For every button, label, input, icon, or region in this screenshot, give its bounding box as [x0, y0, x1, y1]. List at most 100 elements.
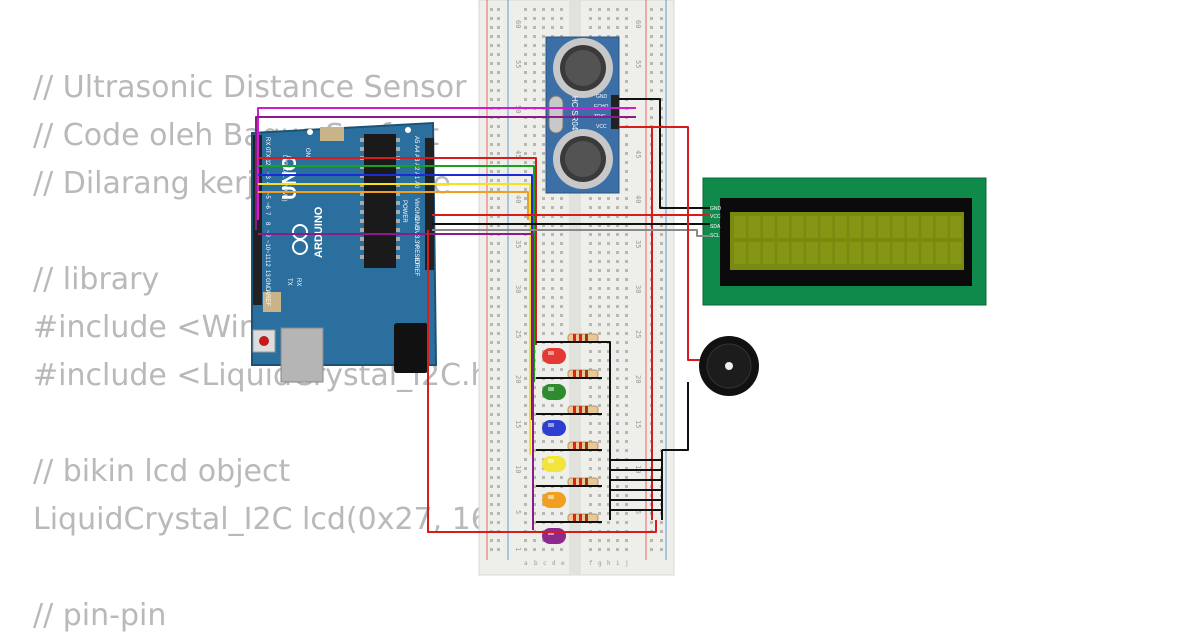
resistor[interactable] [567, 513, 599, 523]
breadboard-hole [497, 17, 500, 20]
breadboard-hole [650, 89, 653, 92]
breadboard-hole [490, 98, 493, 101]
pin-label: ~6 [264, 202, 270, 210]
wire-buzzer-negative[interactable] [662, 382, 689, 451]
crystal-oscillator [548, 95, 564, 134]
resistor[interactable] [567, 477, 599, 487]
breadboard-hole [490, 305, 493, 308]
resistor[interactable] [567, 369, 599, 379]
breadboard-hole [490, 125, 493, 128]
wire-power-rail[interactable] [427, 230, 657, 533]
breadboard-hole [490, 422, 493, 425]
breadboard-hole [524, 188, 527, 191]
row-number: 5 [514, 510, 522, 514]
wire-sensor-gnd[interactable] [619, 98, 710, 209]
breadboard-hole [616, 449, 619, 452]
breadboard-hole [616, 368, 619, 371]
breadboard-hole [533, 26, 536, 29]
breadboard-hole [524, 179, 527, 182]
breadboard-hole [497, 485, 500, 488]
breadboard-hole [625, 71, 628, 74]
led-blue[interactable] [542, 420, 566, 436]
breadboard-hole [660, 197, 663, 200]
breadboard-hole [497, 458, 500, 461]
breadboard-hole [625, 449, 628, 452]
led-red[interactable] [542, 348, 566, 364]
wire-led-purple[interactable] [258, 233, 534, 530]
breadboard-hole [616, 17, 619, 20]
led-green[interactable] [542, 384, 566, 400]
breadboard-hole [533, 485, 536, 488]
breadboard-hole [625, 305, 628, 308]
breadboard-hole [497, 206, 500, 209]
led-orange[interactable] [542, 492, 566, 508]
breadboard-hole [533, 17, 536, 20]
breadboard-hole [607, 467, 610, 470]
row-number: 20 [514, 375, 522, 383]
breadboard-hole [589, 260, 592, 263]
breadboard-hole [607, 8, 610, 11]
on-label: ON [304, 148, 310, 157]
lcd-cell [734, 242, 746, 264]
breadboard-hole [616, 197, 619, 200]
wire-led-orange[interactable] [258, 191, 529, 220]
breadboard-hole [542, 278, 545, 281]
led-purple[interactable] [542, 528, 566, 544]
breadboard-hole [660, 53, 663, 56]
breadboard-hole [607, 197, 610, 200]
breadboard-hole [551, 233, 554, 236]
breadboard-hole [598, 278, 601, 281]
buzzer[interactable] [699, 336, 759, 396]
breadboard-hole [524, 143, 527, 146]
breadboard-hole [625, 80, 628, 83]
breadboard-hole [542, 35, 545, 38]
breadboard-hole [660, 305, 663, 308]
breadboard-hole [607, 440, 610, 443]
breadboard-hole [497, 62, 500, 65]
breadboard-hole [490, 170, 493, 173]
breadboard-hole [607, 350, 610, 353]
lcd-cell [791, 216, 804, 238]
breadboard-hole [589, 278, 592, 281]
breadboard-hole [490, 377, 493, 380]
breadboard-hole [660, 440, 663, 443]
lcd-cell [849, 242, 862, 264]
breadboard-hole [524, 71, 527, 74]
wire-led-red[interactable] [258, 157, 537, 345]
resistor[interactable] [567, 333, 599, 343]
breadboard-hole [542, 512, 545, 515]
breadboard-hole [551, 8, 554, 11]
breadboard-hole [589, 233, 592, 236]
breadboard-hole [660, 143, 663, 146]
breadboard-hole [497, 521, 500, 524]
arduino-uno-board[interactable]: UNO ARDUINO ON TX RX DIGITAL (PWM~) POWE… [251, 121, 438, 383]
wire-sda[interactable] [432, 229, 710, 237]
wire-buzzer-positive[interactable] [640, 126, 700, 361]
wire-trig[interactable] [257, 107, 636, 220]
breadboard-hole [616, 323, 619, 326]
breadboard-hole [625, 215, 628, 218]
breadboard-hole [497, 404, 500, 407]
ultrasonic-sensor[interactable]: HC-SR04 GND ECHO TRIG VCC [545, 36, 620, 194]
lcd-display[interactable]: GND VCC SDA SCL [702, 177, 987, 306]
breadboard-hole [625, 503, 628, 506]
breadboard-hole [490, 386, 493, 389]
breadboard-hole [497, 494, 500, 497]
resistor[interactable] [567, 441, 599, 451]
chip-pin [396, 147, 400, 151]
breadboard-hole [490, 440, 493, 443]
pin-label: A1 [413, 172, 419, 180]
wire-led-yellow[interactable] [258, 183, 531, 455]
row-number: 15 [634, 420, 642, 428]
led-yellow[interactable] [542, 456, 566, 472]
column-letter: e [561, 560, 565, 567]
breadboard-hole [650, 107, 653, 110]
wire-echo[interactable] [255, 116, 636, 230]
breadboard-hole [524, 332, 527, 335]
chip-pin [360, 138, 364, 142]
resistor[interactable] [567, 405, 599, 415]
breadboard-hole [660, 71, 663, 74]
atmega-chip [364, 134, 396, 268]
pin-label: Vin [413, 198, 419, 207]
